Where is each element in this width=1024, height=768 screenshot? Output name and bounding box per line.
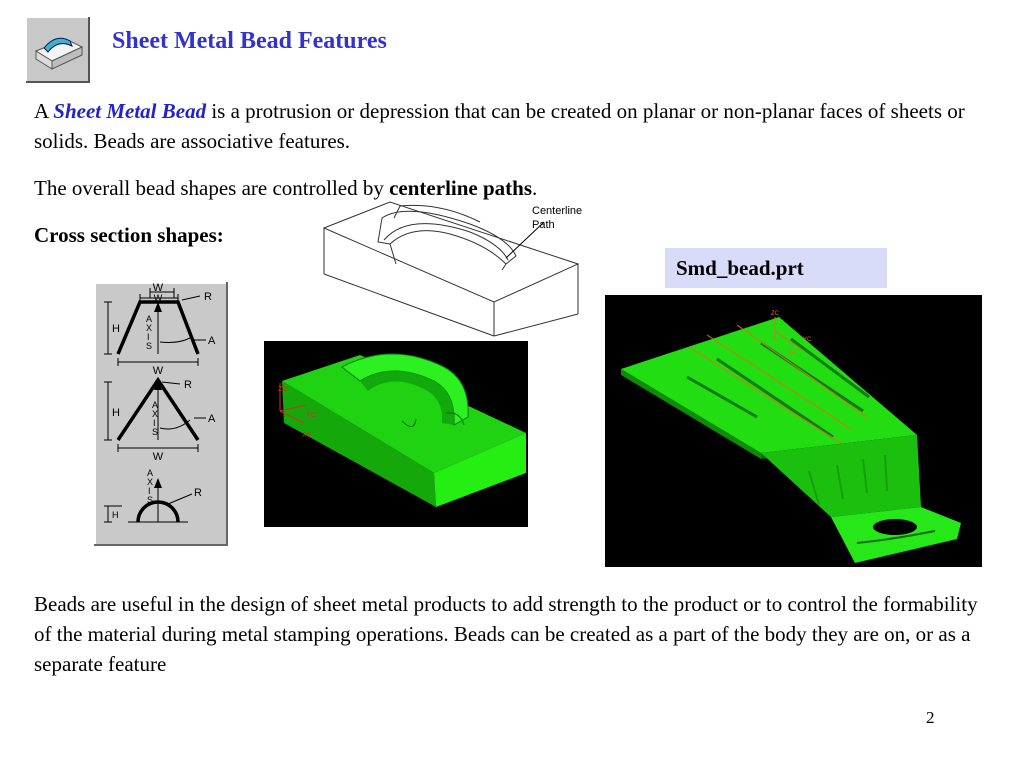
bead-block-viewport: ZC YC XC	[264, 341, 528, 527]
intro-paragraph: A Sheet Metal Bead is a protrusion or de…	[34, 96, 994, 156]
trap-axis-3: I	[147, 332, 150, 342]
trap-width-label: W	[153, 365, 164, 377]
tri-axis-1: A	[152, 400, 158, 410]
centerline-callout-text: Centerline Path	[532, 205, 582, 231]
trap-axis-1: A	[146, 314, 152, 324]
intro-prefix: A	[34, 99, 54, 123]
page-title: Sheet Metal Bead Features	[112, 28, 387, 54]
tri-width-label: W	[153, 451, 164, 463]
trap-axis-4: S	[146, 341, 152, 351]
semi-height-label: H	[112, 510, 119, 520]
trap-angle-label: A	[208, 335, 216, 347]
part-yc-label: YC	[803, 337, 812, 343]
trap-axis-2: X	[146, 323, 152, 333]
semi-axis-3: I	[148, 486, 151, 496]
centerline-callout-line1: Centerline	[532, 205, 582, 217]
sheet-metal-part-viewport: ZC YC XC	[605, 295, 982, 567]
tri-angle-label: A	[208, 413, 216, 425]
filename-label: Smd_bead.prt	[665, 248, 887, 288]
semi-axis-1: A	[147, 468, 153, 478]
semi-axis-4: S	[147, 495, 153, 505]
tri-axis-3: I	[153, 418, 156, 428]
cross-section-label: Cross section shapes:	[34, 223, 224, 247]
sheet-metal-bead-icon	[25, 16, 90, 83]
part-xc-label: XC	[787, 349, 796, 355]
trap-radius-label: R	[204, 291, 212, 303]
outro-paragraph: Beads are useful in the design of sheet …	[34, 592, 978, 676]
tri-height-label: H	[112, 407, 120, 419]
block-xc-label: XC	[302, 432, 312, 439]
block-yc-label: YC	[306, 412, 316, 419]
centerline-path-diagram	[322, 201, 580, 337]
tri-radius-label: R	[184, 379, 192, 391]
semi-axis-2: X	[147, 477, 153, 487]
block-zc-label: ZC	[278, 386, 287, 393]
centerline-callout-line2: Path	[532, 219, 555, 231]
part-zc-label: ZC	[771, 311, 780, 317]
trap-height-label: H	[112, 323, 120, 335]
page-number: 2	[926, 708, 935, 727]
intro-rest: is a protrusion or depression that can b…	[34, 99, 965, 153]
shapes-suffix: .	[532, 176, 538, 200]
semi-radius-label: R	[194, 487, 202, 499]
centerline-paths-term: centerline paths	[389, 176, 533, 200]
shapes-paragraph: The overall bead shapes are controlled b…	[34, 173, 734, 203]
shapes-prefix: The overall bead shapes are controlled b…	[34, 176, 390, 200]
cross-section-shapes-panel: W W R H A W A X I S R H A W A X I S R H …	[94, 282, 228, 546]
tri-axis-4: S	[152, 427, 158, 437]
tri-axis-2: X	[152, 409, 158, 419]
sheet-metal-bead-term: Sheet Metal Bead	[53, 99, 207, 123]
trap-inner-width-label: W	[154, 293, 163, 303]
trap-top-width-label: W	[153, 282, 164, 294]
